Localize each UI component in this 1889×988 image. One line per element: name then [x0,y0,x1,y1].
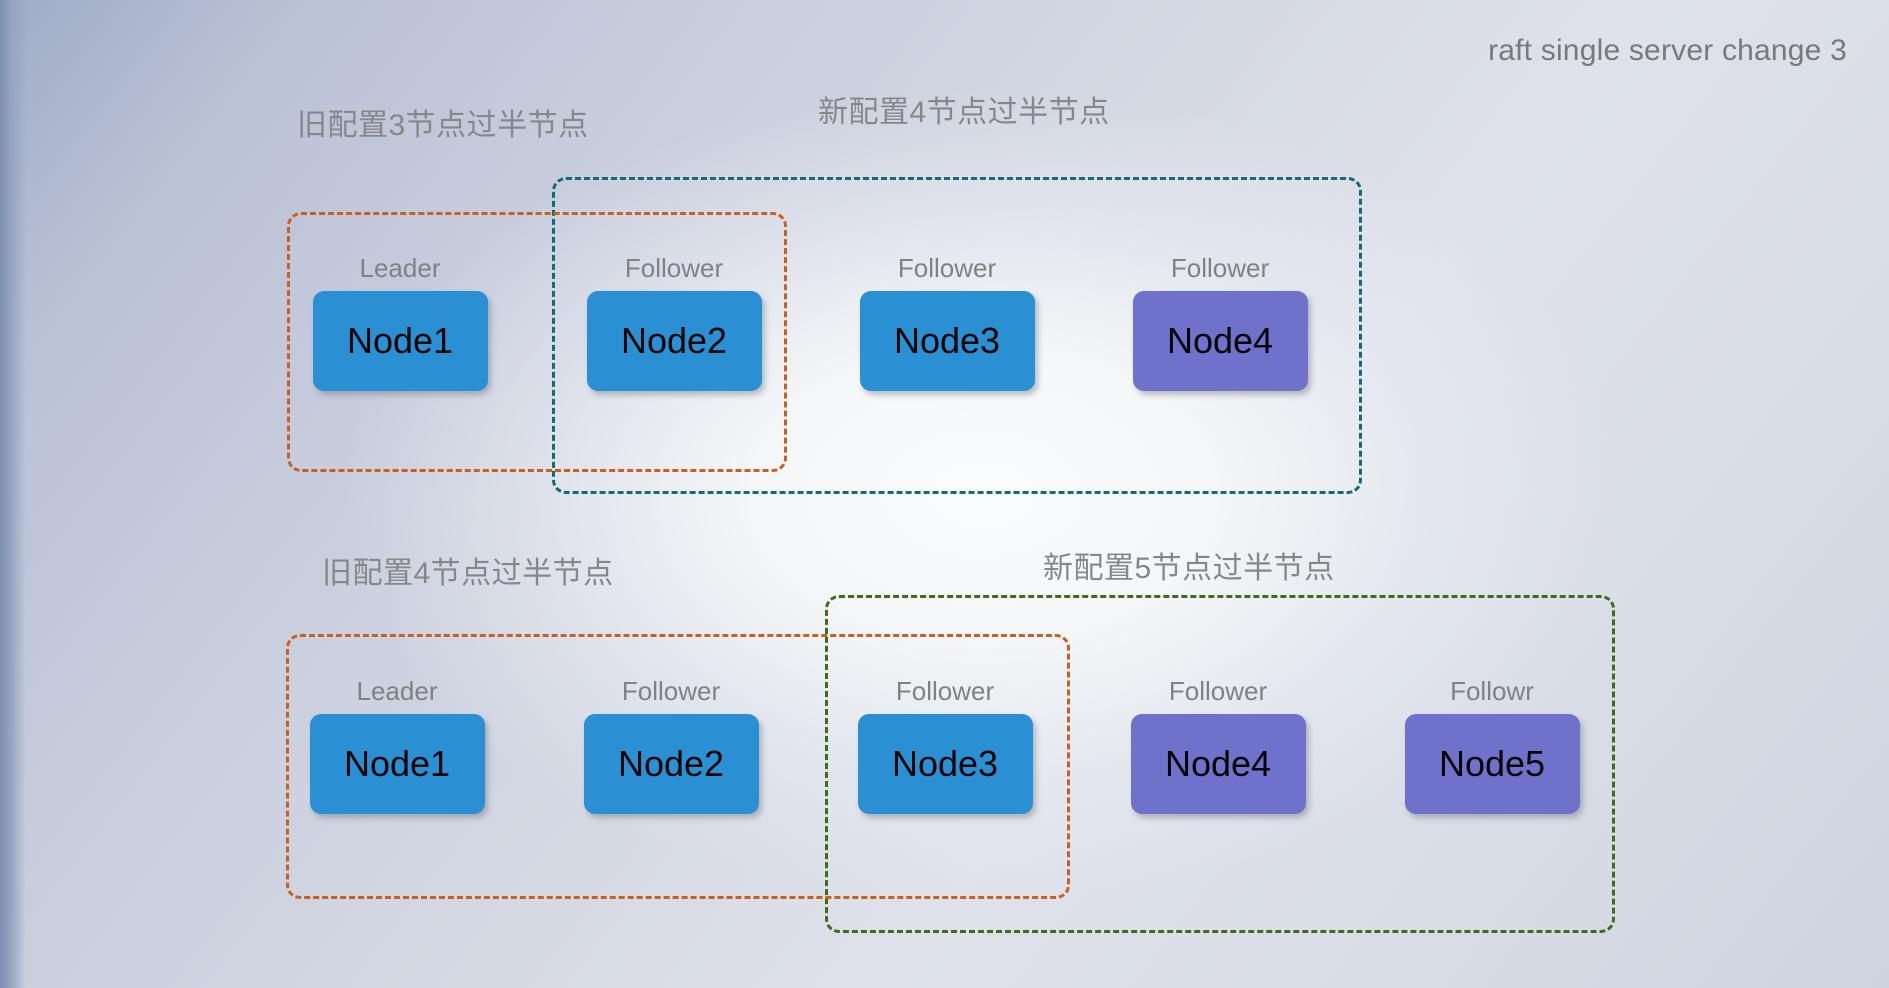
row-2-node-1[interactable]: Leader Node1 [307,678,487,814]
row-1-old-config-boundary [287,212,787,472]
row-1-node-3-box[interactable]: Node3 [859,291,1035,391]
row-1-node-2[interactable]: Follower Node2 [584,255,764,391]
row-1-node-4-role: Follower [1170,253,1270,283]
row-2-node-4-role: Follower [1168,676,1268,706]
row-2-new-config-label: 新配置5节点过半节点 [1043,552,1335,585]
row-2-node-5-box[interactable]: Node5 [1404,714,1580,814]
row-1-node-4[interactable]: Follower Node4 [1130,255,1310,391]
row-2-node-4-box[interactable]: Node4 [1130,714,1306,814]
row-1-node-3[interactable]: Follower Node3 [857,255,1037,391]
row-2-node-1-box[interactable]: Node1 [309,714,485,814]
row-1-old-config-label: 旧配置3节点过半节点 [297,109,589,142]
row-1-node-3-role: Follower [897,253,997,283]
row-2-old-config-label: 旧配置4节点过半节点 [322,557,614,590]
row-1-node-1-box[interactable]: Node1 [312,291,488,391]
row-2-node-4[interactable]: Follower Node4 [1128,678,1308,814]
row-2-node-3[interactable]: Follower Node3 [855,678,1035,814]
row-1-node-1[interactable]: Leader Node1 [310,255,490,391]
row-2-node-3-role: Follower [895,676,995,706]
row-2-node-2[interactable]: Follower Node2 [581,678,761,814]
row-2-node-5-role: Followr [1450,676,1534,706]
row-1-node-1-role: Leader [359,253,441,283]
row-2-node-3-box[interactable]: Node3 [857,714,1033,814]
page-title: raft single server change 3 [1488,34,1847,67]
row-2-old-config-boundary [286,634,1070,899]
row-2-node-2-role: Follower [621,676,721,706]
row-2-new-config-boundary [825,595,1615,933]
row-2-node-5[interactable]: Followr Node5 [1402,678,1582,814]
row-2-node-2-box[interactable]: Node2 [583,714,759,814]
row-1-new-config-label: 新配置4节点过半节点 [818,96,1110,129]
row-1-node-2-role: Follower [624,253,724,283]
row-1-node-2-box[interactable]: Node2 [586,291,762,391]
row-2-node-1-role: Leader [356,676,438,706]
row-1-node-4-box[interactable]: Node4 [1132,291,1308,391]
row-1-new-config-boundary [552,177,1362,494]
